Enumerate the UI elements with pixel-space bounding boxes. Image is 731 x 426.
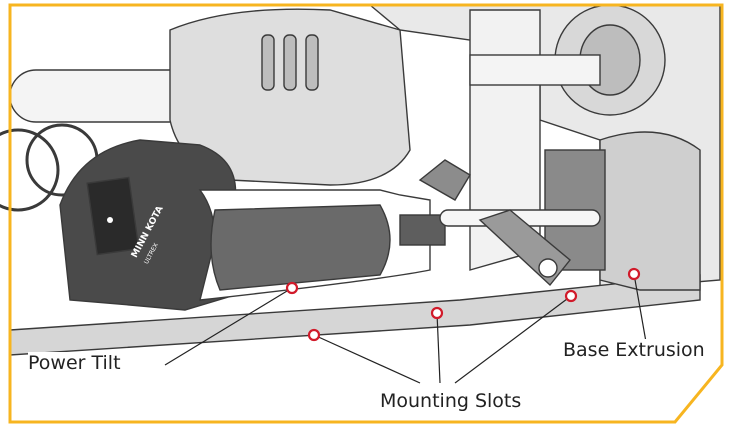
figure-frame bbox=[8, 3, 724, 424]
label-power-tilt: Power Tilt bbox=[28, 352, 121, 374]
leader-base-extrusion bbox=[633, 273, 647, 343]
tilt-display bbox=[86, 176, 140, 256]
right-block bbox=[599, 131, 701, 291]
leader-mounting-slot-2-dot bbox=[430, 306, 444, 320]
leader-mounting-slot-2 bbox=[436, 312, 441, 384]
ribs bbox=[261, 34, 319, 91]
label-mounting-slots: Mounting Slots bbox=[380, 390, 522, 412]
mount-illustration bbox=[0, 4, 721, 356]
leader-power-tilt-dot bbox=[285, 281, 299, 295]
callout-marks bbox=[164, 267, 647, 384]
leader-mounting-slot-3-dot bbox=[564, 289, 578, 303]
leader-mounting-slot-1-dot bbox=[307, 328, 321, 342]
leader-base-extrusion-dot bbox=[627, 267, 641, 281]
tilt-arm bbox=[418, 159, 571, 287]
power-tilt-motor bbox=[198, 189, 601, 301]
leader-power-tilt bbox=[164, 287, 293, 366]
leader-mounting-slot-1 bbox=[313, 334, 421, 384]
leader-mounting-slot-3 bbox=[454, 295, 572, 384]
label-base-extrusion: Base Extrusion bbox=[563, 339, 705, 361]
